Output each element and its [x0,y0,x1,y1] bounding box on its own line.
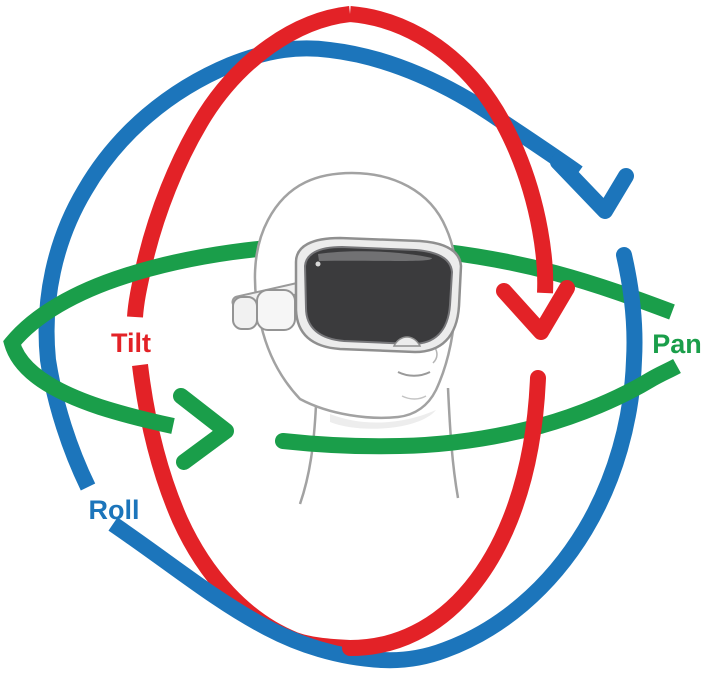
headset-glass [304,246,453,345]
pan-label: Pan [652,329,702,359]
tilt-arc-lower-right [342,370,546,656]
chin-line [401,395,427,400]
tilt-arrow-icon [496,280,575,340]
roll-ellipse-front [108,247,643,669]
roll-arc-right [374,247,643,669]
roll-label: Roll [89,495,140,525]
headset-glass-highlight [318,251,433,261]
pan-arc-rear-and-left [3,236,675,434]
headset-pod-large [256,289,296,331]
roll-arrow-icon [550,154,634,219]
roll-arc-bottom-left [108,517,383,668]
head-illustration [231,171,463,505]
mouth-line [397,371,431,377]
pan-arrow-icon [173,388,234,470]
neck-left-edge [298,404,318,505]
pan-ellipse-rear [3,236,675,470]
tilt-ellipse-right [349,6,575,340]
headset-nose-notch [392,336,422,347]
roll-ellipse-back [38,40,634,491]
headset-sensor-dot [315,261,321,267]
headset-pod-small [232,296,258,330]
tilt-label: Tilt [111,328,151,358]
tilt-ellipse-lower-right [342,370,546,656]
tilt-arc-upper-left [127,6,352,318]
roll-arc-top [38,40,583,491]
pan-arc-front-right [537,358,681,434]
neck-shadow [330,410,436,429]
tilt-arc-upper-right [349,6,554,294]
pan-arc-front-left [275,418,548,455]
pan-ellipse-front [275,358,681,455]
